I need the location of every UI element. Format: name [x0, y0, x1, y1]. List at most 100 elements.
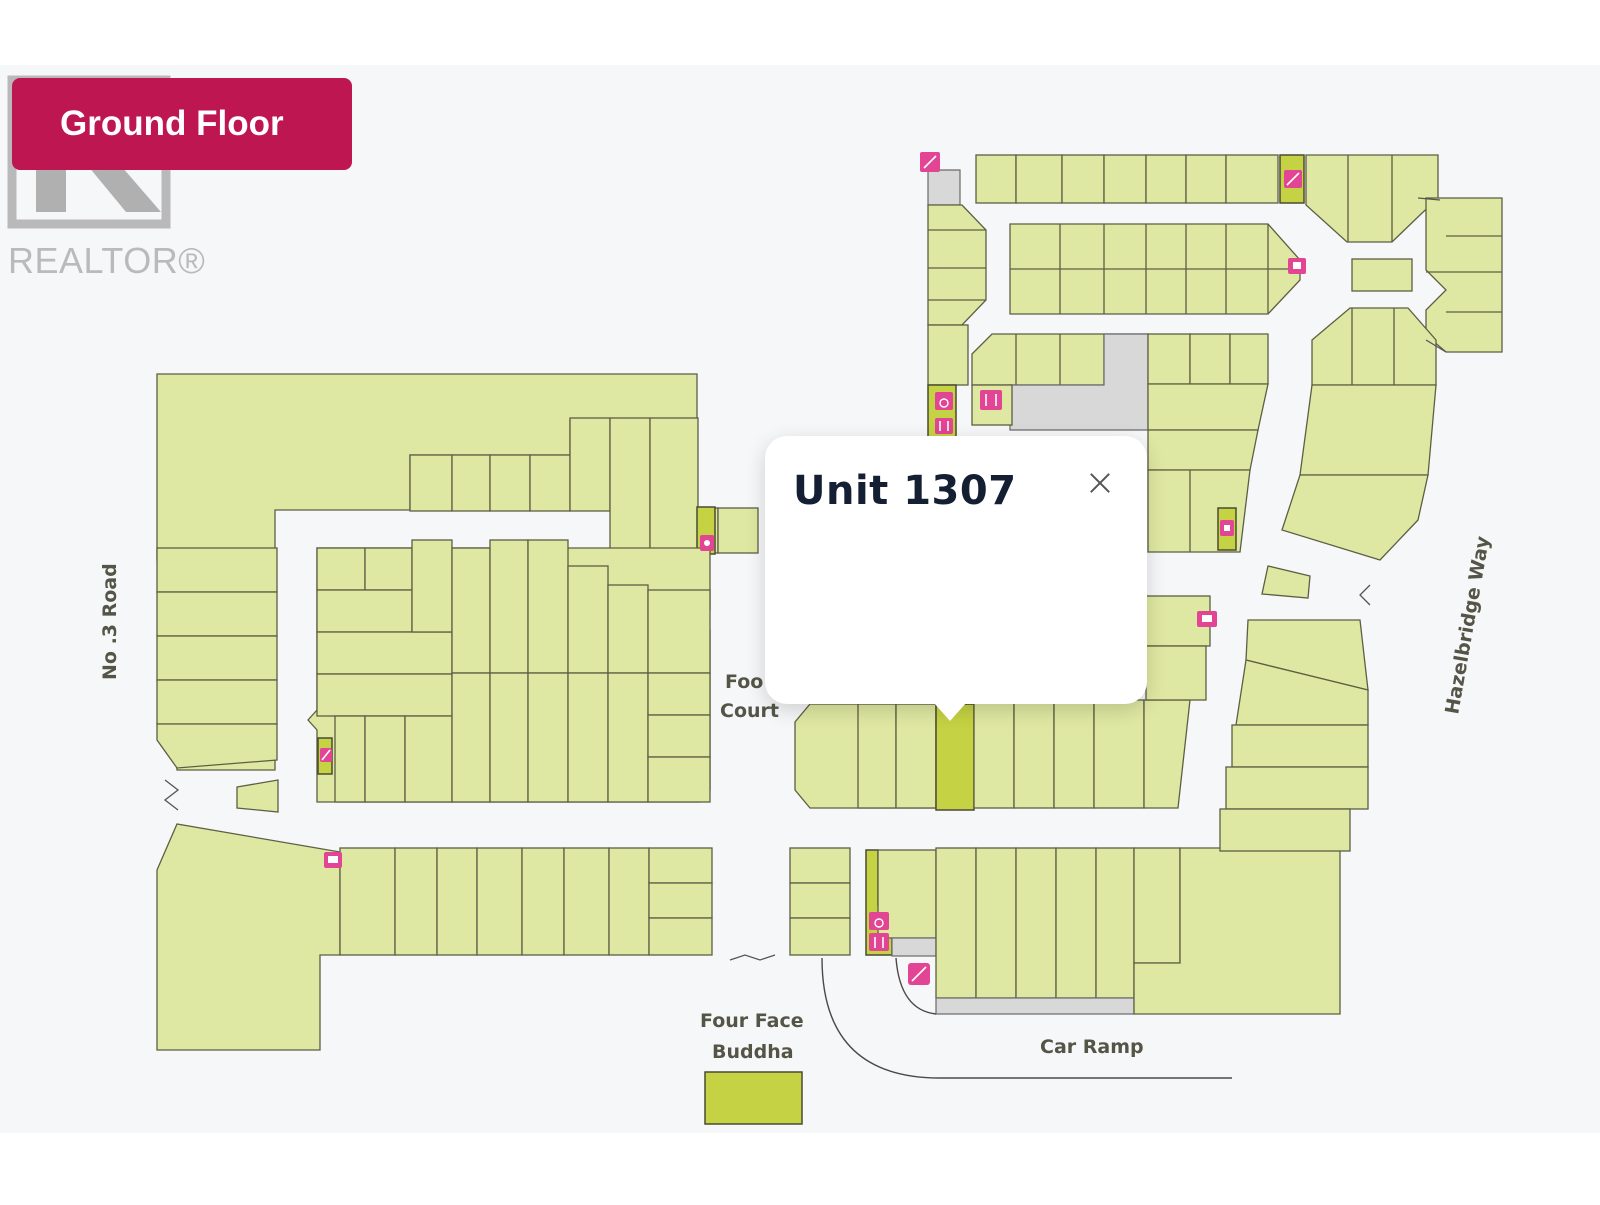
restroom-icon[interactable]: [935, 418, 953, 434]
unit[interactable]: [975, 847, 1017, 999]
unit[interactable]: [1013, 699, 1055, 809]
unit[interactable]: [789, 847, 851, 884]
unit[interactable]: [364, 715, 406, 803]
atm-icon[interactable]: [1197, 611, 1217, 627]
unit[interactable]: [1145, 645, 1207, 701]
unit[interactable]: [409, 454, 453, 512]
unit[interactable]: [451, 454, 491, 512]
unit[interactable]: [1185, 154, 1227, 204]
buddha-shrine[interactable]: [704, 1071, 803, 1125]
unit[interactable]: [489, 539, 529, 674]
unit[interactable]: [1133, 847, 1181, 964]
atm-icon[interactable]: [324, 852, 342, 868]
unit[interactable]: [436, 847, 478, 956]
unit[interactable]: [607, 672, 649, 803]
unit[interactable]: [1299, 384, 1437, 476]
elevator-icon[interactable]: [1220, 520, 1234, 536]
unit[interactable]: [789, 917, 851, 956]
unit-east-stack[interactable]: [1425, 197, 1503, 353]
unit[interactable]: [1219, 808, 1351, 852]
unit[interactable]: [476, 847, 523, 956]
unit[interactable]: [1281, 474, 1429, 561]
unit[interactable]: [607, 584, 649, 674]
kiosk[interactable]: [1351, 258, 1413, 292]
unit[interactable]: [394, 847, 438, 956]
escalator-icon[interactable]: [1284, 170, 1302, 188]
unit[interactable]: [927, 324, 969, 386]
unit[interactable]: [316, 673, 453, 717]
escalator-icon[interactable]: [908, 963, 930, 985]
unit[interactable]: [489, 672, 529, 803]
unit[interactable]: [156, 679, 278, 725]
unit[interactable]: [648, 847, 713, 884]
unit[interactable]: [975, 154, 1017, 204]
unit[interactable]: [1061, 154, 1105, 204]
kiosk[interactable]: [1261, 565, 1311, 599]
kiosk[interactable]: [236, 779, 279, 813]
unit[interactable]: [857, 703, 897, 809]
unit[interactable]: [1145, 154, 1187, 204]
unit[interactable]: [647, 756, 711, 803]
unit[interactable]: [609, 417, 651, 554]
unit[interactable]: [1147, 429, 1259, 471]
unit[interactable]: [927, 204, 987, 326]
unit[interactable]: [364, 547, 413, 591]
unit[interactable]: [404, 715, 453, 803]
unit[interactable]: [563, 847, 610, 956]
unit[interactable]: [411, 539, 453, 633]
unit[interactable]: [1231, 724, 1369, 768]
unit[interactable]: [1015, 154, 1063, 204]
unit-corner[interactable]: [1305, 154, 1439, 243]
unit[interactable]: [527, 539, 569, 674]
unit[interactable]: [451, 672, 491, 803]
unit[interactable]: [521, 847, 565, 956]
unit[interactable]: [649, 417, 699, 554]
unit[interactable]: [647, 672, 711, 716]
restroom-icon[interactable]: [980, 390, 1002, 410]
unit[interactable]: [451, 547, 491, 674]
unit[interactable]: [648, 917, 713, 956]
unit[interactable]: [527, 672, 569, 803]
unit[interactable]: [1225, 154, 1279, 204]
unit[interactable]: [567, 565, 609, 674]
unit[interactable]: [1053, 699, 1095, 809]
atm-icon[interactable]: [1288, 258, 1306, 274]
unit[interactable]: [156, 547, 278, 593]
unit[interactable]: [789, 882, 851, 919]
unit[interactable]: [316, 589, 413, 633]
escalator-icon[interactable]: [320, 748, 332, 762]
unit[interactable]: [339, 847, 396, 956]
unit[interactable]: [973, 699, 1015, 809]
unit[interactable]: [717, 507, 759, 554]
unit[interactable]: [1055, 847, 1097, 999]
wheelchair-icon[interactable]: [869, 912, 889, 930]
unit[interactable]: [647, 589, 711, 674]
unit[interactable]: [895, 703, 937, 809]
unit[interactable]: [647, 714, 711, 758]
unit[interactable]: [1095, 847, 1135, 999]
unit[interactable]: [156, 591, 278, 637]
unit[interactable]: [569, 417, 611, 512]
unit[interactable]: [156, 723, 278, 769]
wheelchair-icon[interactable]: [935, 392, 953, 410]
unit[interactable]: [935, 847, 977, 999]
unit[interactable]: [648, 882, 713, 919]
unit[interactable]: [316, 547, 366, 591]
unit[interactable]: [529, 454, 571, 512]
escalator-icon[interactable]: [920, 152, 940, 172]
restroom-icon[interactable]: [869, 933, 889, 951]
floor-badge[interactable]: Ground Floor: [12, 78, 352, 170]
atm-icon[interactable]: [700, 535, 714, 551]
unit[interactable]: [1225, 766, 1369, 810]
close-icon[interactable]: [1087, 470, 1113, 496]
unit[interactable]: [608, 847, 650, 956]
unit[interactable]: [1229, 333, 1269, 385]
unit[interactable]: [1093, 699, 1145, 809]
unit[interactable]: [489, 454, 531, 512]
unit[interactable]: [1189, 333, 1231, 385]
unit[interactable]: [567, 672, 609, 803]
unit[interactable]: [156, 635, 278, 681]
unit-anchor-sw[interactable]: [156, 823, 341, 1051]
unit[interactable]: [1015, 847, 1057, 999]
unit[interactable]: [1147, 383, 1269, 431]
